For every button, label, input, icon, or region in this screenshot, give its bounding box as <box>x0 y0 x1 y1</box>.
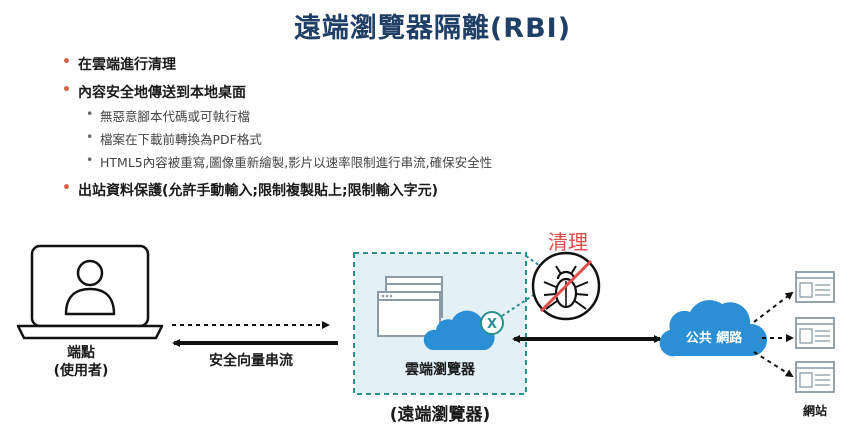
cleaning-link-line <box>501 291 539 317</box>
sub-bullet-no-scripts: 無惡意腳本代碼或可執行檔 <box>86 106 250 125</box>
public-network-cloud-icon <box>659 300 768 357</box>
remote-browser-label: (遠端瀏覽器) <box>389 405 491 425</box>
endpoint-label: 端點 (使用者) <box>36 344 126 380</box>
malware-bug-icon <box>531 251 601 321</box>
slash-line <box>539 259 593 313</box>
bullet-cloud-cleaning: 在雲端進行清理 <box>62 54 176 74</box>
endpoint-label-line1: 端點 <box>67 345 95 361</box>
laptop-icon <box>16 244 164 340</box>
cloud-icon <box>423 310 495 350</box>
cleaning-link-line-upper <box>525 255 541 267</box>
x-mark: X <box>487 317 497 332</box>
bullet-safe-delivery: 內容安全地傳送到本地桌面 <box>62 82 246 102</box>
browser-windows-icon <box>377 276 443 337</box>
cloud-browser-label: 雲端瀏覽器 <box>405 362 475 378</box>
website-arrow-top <box>753 291 794 323</box>
user-icon <box>64 259 116 316</box>
sub-bullet-html5-rewrite: HTML5內容被重寫,圖像重新繪製,影片以速率限制進行串流,確保安全性 <box>86 152 492 171</box>
endpoint-label-line2: (使用者) <box>53 363 109 379</box>
website-arrow-bottom <box>753 351 794 378</box>
website-label: 網站 <box>802 404 827 418</box>
website-icon <box>795 271 835 303</box>
cleaning-label: 清理 <box>548 230 588 254</box>
website-icon <box>795 317 835 349</box>
secure-stream-label: 安全向量串流 <box>209 353 293 369</box>
public-network-label: 公共 網路 <box>685 331 743 346</box>
page-title: 遠端瀏覽器隔離(RBI) <box>293 13 572 44</box>
sub-bullet-pdf-conversion: 檔案在下載前轉換為PDF格式 <box>86 129 262 148</box>
block-x-icon: X <box>480 311 504 335</box>
bullet-outbound-protection: 出站資料保護(允許手動輸入;限制複製貼上;限制輸入字元) <box>62 180 438 200</box>
website-icon <box>795 361 835 393</box>
